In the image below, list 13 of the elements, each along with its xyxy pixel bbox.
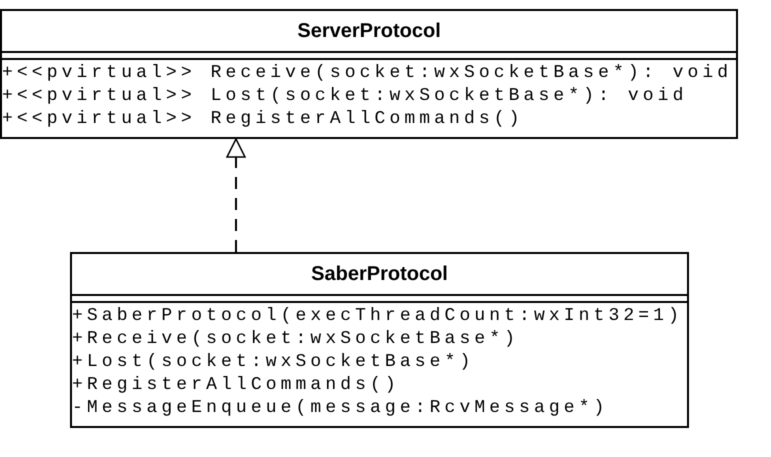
method-text: +<<pvirtual>> Receive(socket:wxSocketBase*): void xyxy=(2,62,732,85)
realization-arrow xyxy=(226,138,246,252)
class-box xyxy=(70,252,689,428)
class-name: ServerProtocol xyxy=(296,19,442,44)
method-text: +<<pvirtual>> Lost(socket:wxSocketBase*): void xyxy=(2,85,688,108)
method-text: -MessageEnqueue(message:RcvMessage*) xyxy=(72,397,610,420)
method-text: +Receive(socket:wxSocketBase*) xyxy=(72,328,520,351)
method-text: +RegisterAllCommands() xyxy=(72,374,401,397)
method-text: +SaberProtocol(execThreadCount:wxInt32=1) xyxy=(72,305,683,328)
class-name: SaberProtocol xyxy=(310,262,449,287)
method-text: +Lost(socket:wxSocketBase*) xyxy=(72,351,476,374)
class-box xyxy=(0,9,738,139)
method-text: +<<pvirtual>> RegisterAllCommands() xyxy=(2,108,525,131)
